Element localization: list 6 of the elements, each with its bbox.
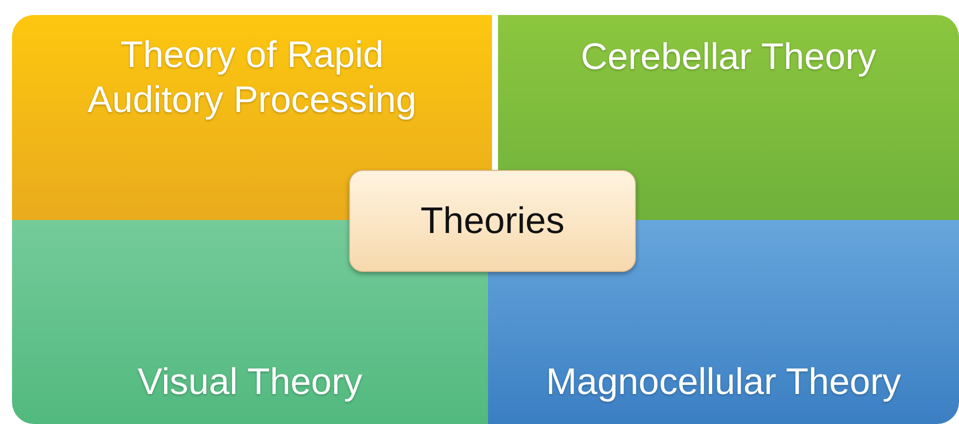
theory-label: Visual Theory xyxy=(138,360,362,404)
theory-label: Cerebellar Theory xyxy=(580,35,876,80)
center-title: Theories xyxy=(420,198,564,243)
center-label-box xyxy=(349,170,636,272)
theory-label: Magnocellular Theory xyxy=(546,360,902,404)
theory-label: Theory of Rapid Auditory Processing xyxy=(86,33,418,122)
